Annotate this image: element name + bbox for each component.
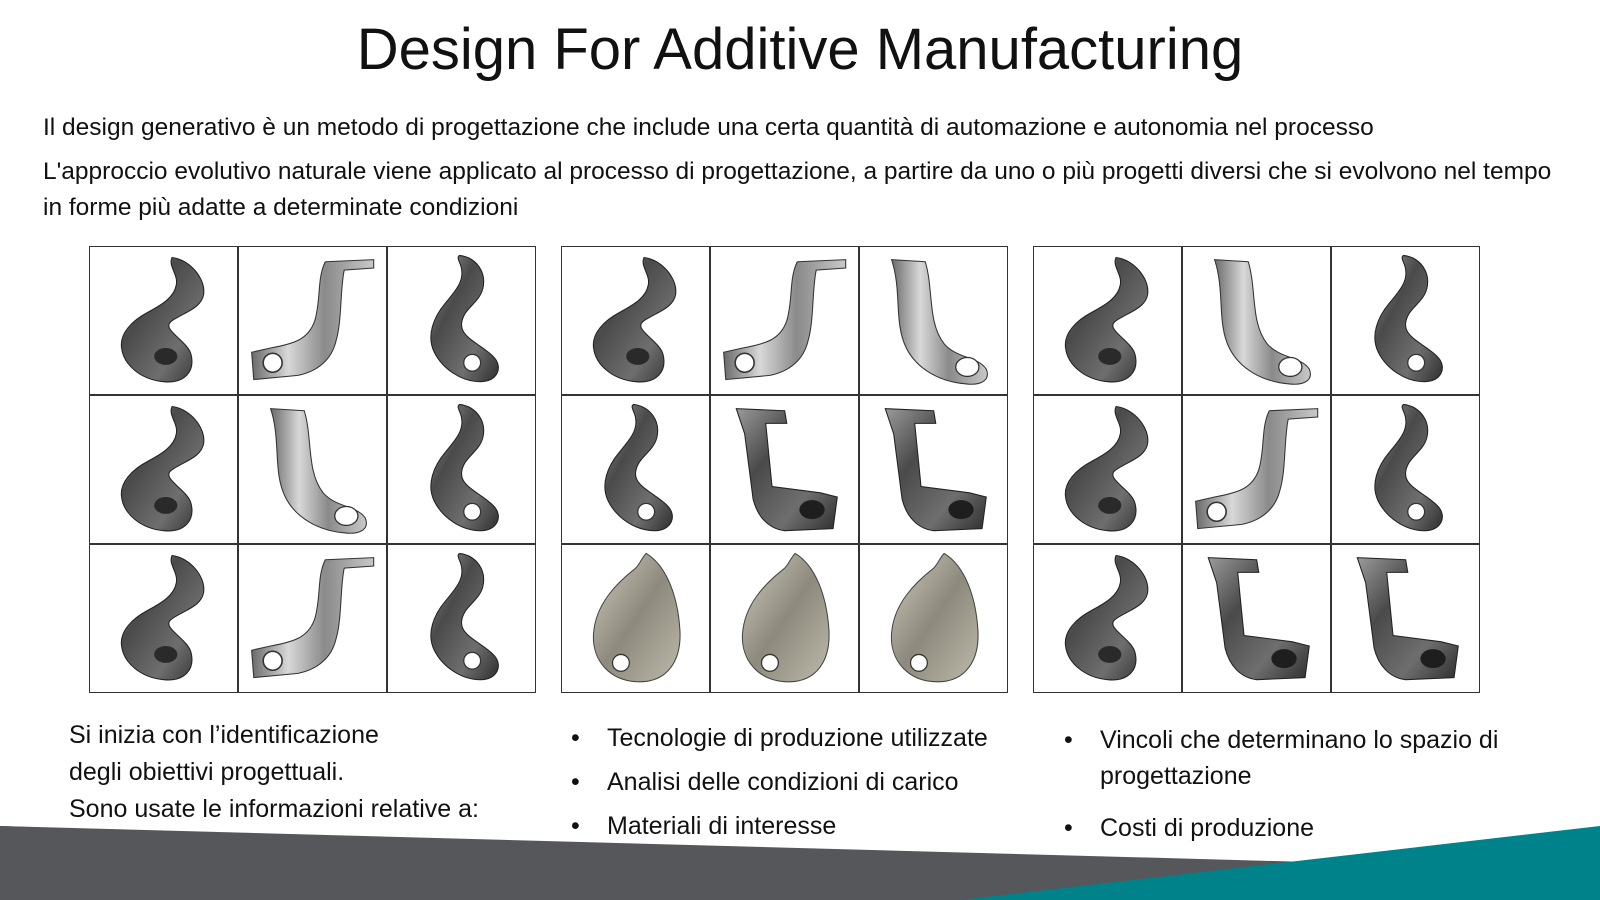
- bullet-item: • Costi di produzione: [1060, 810, 1560, 846]
- bracket-render: [1331, 544, 1479, 692]
- bullet-dot: •: [571, 812, 580, 840]
- bracket-render: [562, 247, 710, 395]
- bullet-item: • Analisi delle condizioni di carico: [567, 764, 1047, 800]
- bracket-render: [238, 247, 387, 395]
- bullet-item: • Materiali di interesse: [567, 808, 1047, 844]
- bracket-render: [90, 544, 238, 692]
- bullet-dot: •: [571, 724, 580, 752]
- bracket-render: [387, 395, 535, 544]
- caption-line-1: Si inizia con l’identificazione: [69, 721, 379, 749]
- bracket-render: [387, 544, 535, 692]
- caption-line-3: Sono usate le informazioni relative a:: [69, 795, 479, 823]
- bracket-render: [859, 544, 1007, 692]
- bullet-text: Costi di produzione: [1100, 814, 1315, 842]
- bracket-render: [90, 395, 238, 544]
- bracket-render: [710, 247, 859, 395]
- caption-line-2: degli obiettivi progettuali.: [69, 758, 345, 786]
- bracket-render: [90, 247, 238, 395]
- bullet-dot: •: [1064, 814, 1073, 842]
- bullet-text: Materiali di interesse: [607, 812, 837, 840]
- bracket-render: [1182, 247, 1331, 395]
- bracket-render: [1331, 395, 1479, 544]
- bracket-render: [238, 395, 387, 544]
- design-grid-1: [89, 246, 536, 693]
- bracket-render: [1182, 395, 1331, 544]
- bullet-list-middle: • Tecnologie di produzione utilizzate • An…: [567, 720, 1047, 852]
- bracket-render: [1034, 247, 1182, 395]
- bullet-text: Analisi delle condizioni di carico: [607, 768, 959, 796]
- design-grid-2: [561, 246, 1008, 693]
- bullet-list-right: • Vincoli che determinano lo spazio di pr…: [1060, 722, 1560, 862]
- bracket-render: [387, 247, 535, 395]
- bracket-render: [710, 395, 859, 544]
- bracket-render: [1182, 544, 1331, 692]
- bracket-render: [859, 395, 1007, 544]
- bracket-render: [1034, 395, 1182, 544]
- bullet-dot: •: [1064, 726, 1073, 754]
- design-grid-3: [1033, 246, 1480, 693]
- bracket-render: [238, 544, 387, 692]
- bracket-render: [1034, 544, 1182, 692]
- bracket-render: [859, 247, 1007, 395]
- intro-paragraph-2: L'approccio evolutivo naturale viene app…: [43, 158, 1552, 221]
- slide-title: Design For Additive Manufacturing: [356, 17, 1244, 82]
- intro-paragraph-1: Il design generativo è un metodo di prog…: [43, 114, 1374, 141]
- bracket-render: [562, 395, 710, 544]
- bullet-item: • Tecnologie di produzione utilizzate: [567, 720, 1047, 756]
- bullet-text: Tecnologie di produzione utilizzate: [607, 724, 988, 752]
- bracket-render: [710, 544, 859, 692]
- caption-text: Si inizia con l’identificazione degli ob…: [69, 717, 549, 828]
- bullet-text: Vincoli che determinano lo spazio di pro…: [1100, 726, 1499, 790]
- bracket-render: [562, 544, 710, 692]
- bullet-dot: •: [571, 768, 580, 796]
- bullet-item: • Vincoli che determinano lo spazio di pr…: [1060, 722, 1560, 794]
- bracket-render: [1331, 247, 1479, 395]
